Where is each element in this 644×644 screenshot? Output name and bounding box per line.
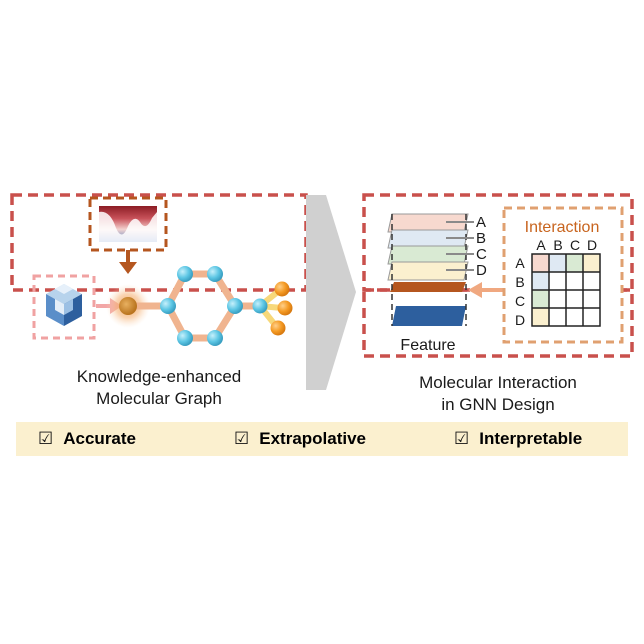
layer-leaders xyxy=(446,221,474,271)
badge-label-interpretable: Interpretable xyxy=(479,429,583,448)
properties-banner: ☑ Accurate ☑ Extrapolative ☑ Interpretab… xyxy=(16,422,628,456)
right-caption: Molecular Interaction in GNN Design xyxy=(364,372,632,416)
matrix-col-a: A xyxy=(536,237,546,253)
badge-extrapolative: ☑ Extrapolative xyxy=(234,422,366,456)
center-atom xyxy=(119,297,137,315)
matrix-row-c: C xyxy=(515,293,525,309)
interaction-inset-frame xyxy=(502,206,624,344)
matrix-row-d: D xyxy=(515,312,525,328)
layer-label-a: A xyxy=(476,214,486,231)
checkbox-icon: ☑ xyxy=(234,429,250,449)
molecule-atoms xyxy=(160,266,268,346)
down-arrow-head xyxy=(119,262,137,274)
interaction-matrix xyxy=(531,253,601,327)
matrix-row-a: A xyxy=(515,255,525,271)
substituent-atoms xyxy=(270,281,293,336)
checkbox-icon: ☑ xyxy=(454,429,470,449)
badge-accurate: ☑ Accurate xyxy=(38,422,136,456)
badge-label-accurate: Accurate xyxy=(63,429,137,448)
badge-interpretable: ☑ Interpretable xyxy=(454,422,582,456)
left-caption-line1: Knowledge-enhanced xyxy=(76,367,242,386)
matrix-row-b: B xyxy=(515,274,524,290)
matrix-col-b: B xyxy=(553,237,562,253)
interaction-title: Interaction xyxy=(525,219,600,236)
badge-label-extrapolative: Extrapolative xyxy=(259,429,367,448)
checkbox-icon: ☑ xyxy=(38,429,54,449)
transition-arrow xyxy=(306,195,356,390)
layer-label-b: B xyxy=(476,230,486,247)
heatmap-wells xyxy=(99,211,157,242)
left-caption: Knowledge-enhanced Molecular Graph xyxy=(12,366,306,410)
matrix-col-d: D xyxy=(587,237,597,253)
layer-label-d: D xyxy=(476,262,487,279)
feature-label: Feature xyxy=(400,337,455,354)
interaction-arrow-head xyxy=(468,282,482,298)
layer-label-c: C xyxy=(476,246,487,263)
matrix-col-c: C xyxy=(570,237,580,253)
left-caption-line2: Molecular Graph xyxy=(96,389,222,408)
right-caption-line2: in GNN Design xyxy=(441,395,555,414)
cube-inset-frame xyxy=(32,274,96,340)
right-caption-line1: Molecular Interaction xyxy=(419,373,577,392)
cube-icon xyxy=(46,284,82,326)
feature-stack xyxy=(387,213,469,326)
